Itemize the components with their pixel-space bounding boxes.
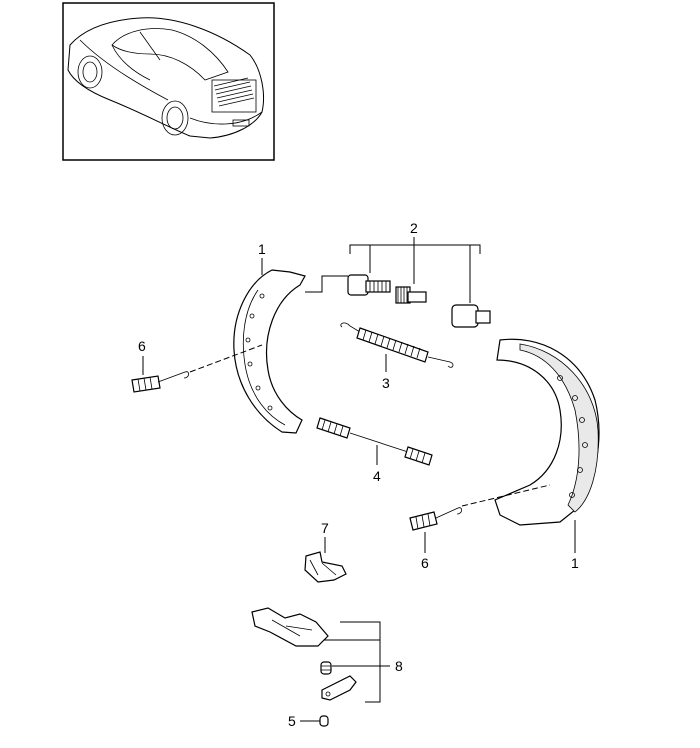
hold-down-spring-left xyxy=(131,344,263,393)
return-spring-4 xyxy=(316,417,433,466)
return-spring-3 xyxy=(340,322,454,372)
callout-3: 3 xyxy=(382,375,390,391)
callout-1-left: 1 xyxy=(258,241,266,257)
callout-8: 8 xyxy=(395,658,403,674)
car-thumbnail-icon xyxy=(67,17,264,139)
brake-shoe-left xyxy=(233,258,306,434)
rivet-5 xyxy=(300,715,329,727)
callout-4: 4 xyxy=(373,468,381,484)
star-wheel xyxy=(395,286,427,304)
hold-down-spring-right xyxy=(409,484,551,553)
clip-7 xyxy=(304,537,347,583)
car-thumbnail xyxy=(62,2,275,161)
threaded-bolt xyxy=(347,274,391,296)
part-2-adjuster xyxy=(305,237,491,328)
callout-7: 7 xyxy=(321,520,329,536)
callout-6-left: 6 xyxy=(138,338,146,354)
adjuster-set-8 xyxy=(251,607,390,703)
sleeve xyxy=(451,304,491,328)
callout-6-right: 6 xyxy=(421,555,429,571)
brake-shoe-right xyxy=(494,338,600,553)
callout-5: 5 xyxy=(288,713,296,729)
callout-1-right: 1 xyxy=(571,555,579,571)
callout-2: 2 xyxy=(410,220,418,236)
